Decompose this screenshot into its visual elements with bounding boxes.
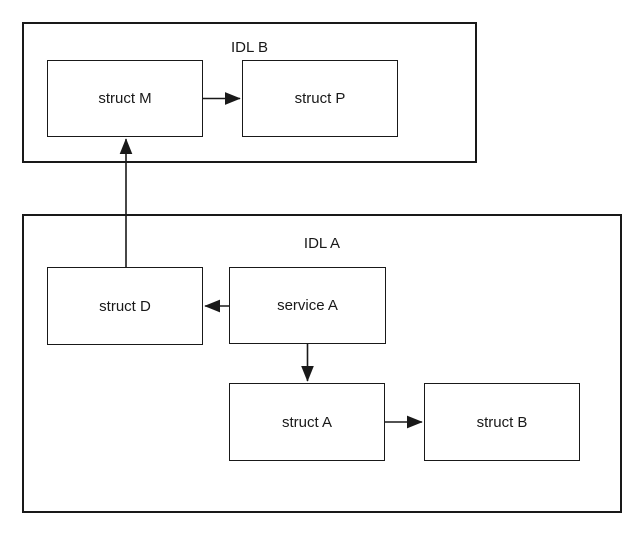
node-label-struct-d: struct D bbox=[99, 297, 151, 315]
node-label-service-a: service A bbox=[277, 297, 338, 314]
node-label-struct-m: struct M bbox=[98, 90, 152, 107]
node-label-struct-b: struct B bbox=[476, 413, 528, 431]
node-struct-d: struct D bbox=[47, 267, 203, 345]
node-struct-m: struct M bbox=[47, 60, 203, 137]
group-label-idl-b: IDL B bbox=[231, 39, 268, 56]
node-struct-p: struct P bbox=[242, 60, 398, 137]
group-box-idl-b: IDL B bbox=[22, 22, 477, 163]
node-struct-a: struct A bbox=[229, 383, 385, 461]
node-struct-b: struct B bbox=[424, 383, 580, 461]
node-label-struct-p: struct P bbox=[294, 90, 346, 107]
group-box-idl-a: IDL A bbox=[22, 214, 622, 513]
node-label-struct-a: struct A bbox=[281, 413, 333, 431]
group-label-idl-a: IDL A bbox=[303, 235, 341, 252]
node-service-a: service A bbox=[229, 267, 386, 344]
